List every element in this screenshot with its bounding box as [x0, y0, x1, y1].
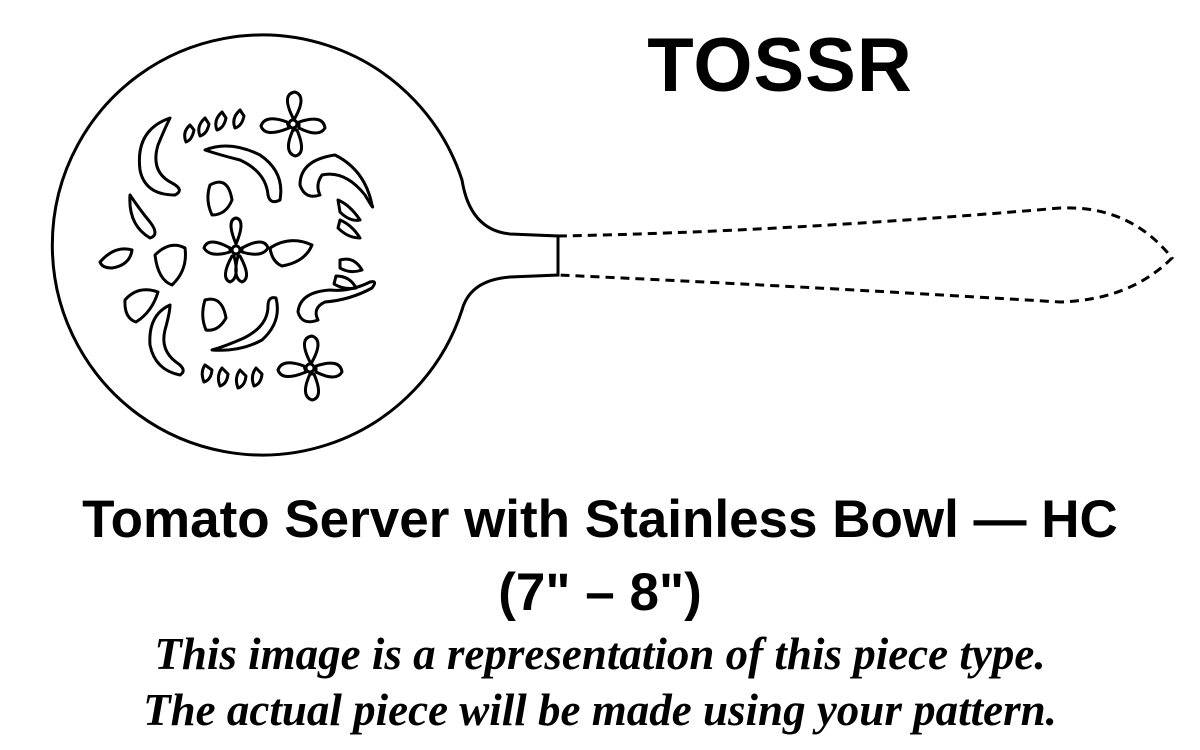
disclaimer-line-2: The actual piece will be made using your…	[143, 685, 1057, 735]
top-flower	[259, 90, 327, 158]
leaf-left-upper	[128, 193, 157, 240]
bottom-flower	[276, 334, 344, 402]
scroll-bottom-left	[148, 303, 185, 377]
server-illustration	[50, 33, 1175, 457]
scroll-right-lower	[296, 280, 377, 324]
center-flower	[202, 216, 270, 284]
piece-title: Tomato Server with Stainless Bowl — HC	[82, 490, 1118, 549]
handle-outline	[557, 206, 1175, 304]
scroll-bottom-center	[210, 296, 279, 352]
scroll-top-center	[203, 144, 283, 204]
piece-code: TOSSR	[647, 23, 913, 108]
scroll-right-upper	[298, 153, 375, 209]
disclaimer-line-1: This image is a representation of this p…	[154, 629, 1046, 679]
scroll-top-left	[137, 116, 181, 197]
bowl-outline	[50, 33, 560, 457]
piece-size: (7" – 8")	[498, 563, 702, 622]
leaf-left-lower	[123, 288, 160, 324]
piece-code-area: TOSSR	[0, 0, 1200, 120]
pierced-pattern	[98, 90, 377, 402]
